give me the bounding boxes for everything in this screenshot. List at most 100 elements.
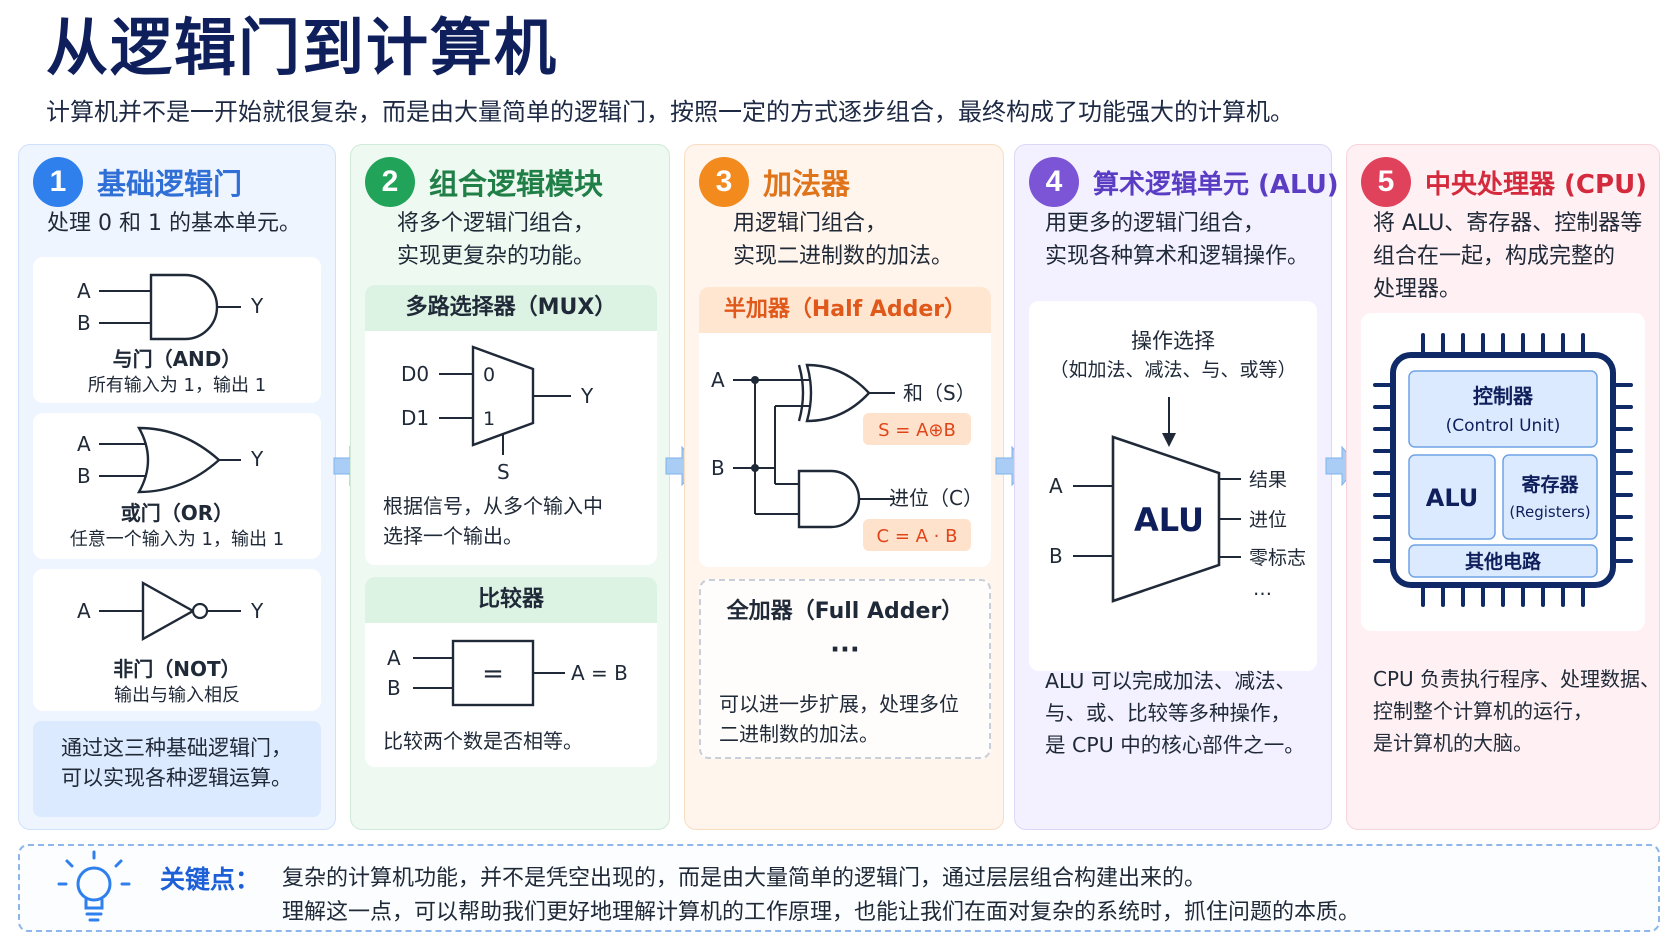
- section-5-text-line-2: 控制整个计算机的运行，: [1373, 699, 1593, 723]
- and-gate-rule: 所有输入为 1，输出 1: [87, 375, 267, 396]
- section-4-header: 4 算术逻辑单元 (ALU): [1029, 157, 1339, 207]
- or-input-b-label: B: [77, 464, 91, 488]
- and-input-b-label: B: [77, 311, 91, 335]
- mux-port-0: 0: [483, 364, 495, 386]
- cpu-alu-label: ALU: [1426, 484, 1479, 512]
- section-1-note-line-2: 可以实现各种逻辑运算。: [61, 766, 292, 790]
- mux-port-1: 1: [483, 408, 495, 430]
- mux-select-label: S: [497, 460, 510, 484]
- section-4-text-line-2: 与、或、比较等多种操作，: [1045, 701, 1291, 725]
- section-1-note: 通过这三种基础逻辑门， 可以实现各种逻辑运算。: [33, 721, 321, 817]
- alu-diagram-panel: 操作选择 （如加法、减法、与、或等） ALU A B 结果 进位 零标志 …: [1029, 301, 1317, 671]
- section-4-title: 算术逻辑单元 (ALU): [1093, 169, 1339, 200]
- comparator-input-a: A: [387, 646, 401, 670]
- full-adder-text-line-1: 可以进一步扩展，处理多位: [719, 692, 959, 716]
- full-adder-dots: ···: [830, 635, 860, 665]
- page-subtitle: 计算机并不是一开始就很复杂，而是由大量简单的逻辑门，按照一定的方式逐步组合，最终…: [46, 98, 1294, 126]
- cpu-control-unit-label: 控制器: [1473, 384, 1534, 408]
- section-3-desc-line-1: 用逻辑门组合，: [733, 211, 888, 236]
- full-adder-text: 可以进一步扩展，处理多位 二进制数的加法。: [719, 689, 959, 749]
- or-gate-name: 或门（OR）: [120, 501, 234, 525]
- or-gate-panel: A B Y 或门（OR） 任意一个输入为 1，输出 1: [33, 413, 321, 559]
- page-title: 从逻辑门到计算机: [46, 11, 559, 84]
- section-2-desc-line-2: 实现更复杂的功能。: [397, 244, 596, 269]
- section-4-text: ALU 可以完成加法、减法、 与、或、比较等多种操作， 是 CPU 中的核心部件…: [1045, 665, 1305, 761]
- section-4-desc: 用更多的逻辑门组合， 实现各种算术和逻辑操作。: [1045, 207, 1309, 273]
- cpu-other-circuits-label: 其他电路: [1465, 550, 1542, 573]
- cpu-registers-en: (Registers): [1509, 503, 1590, 521]
- section-alu: 4 算术逻辑单元 (ALU) 用更多的逻辑门组合， 实现各种算术和逻辑操作。 操…: [1014, 144, 1339, 830]
- and-output-label: Y: [250, 294, 264, 318]
- mux-diagram: D0 D1 0 1 Y S: [401, 345, 594, 484]
- alu-output-result: 结果: [1249, 469, 1287, 491]
- comparator-output: A = B: [571, 661, 628, 685]
- section-1-note-line-1: 通过这三种基础逻辑门，: [61, 736, 292, 760]
- mux-d0-label: D0: [401, 362, 429, 386]
- not-gate-rule: 输出与输入相反: [114, 685, 240, 706]
- not-gate-diagram: A Y: [77, 580, 264, 642]
- mux-text: 根据信号，从多个输入中 选择一个输出。: [383, 491, 603, 551]
- comparator-equals: =: [482, 659, 504, 689]
- cpu-registers-label: 寄存器: [1521, 473, 1579, 496]
- lightbulb-icon: [57, 850, 131, 922]
- mux-panel: 多路选择器（MUX） D0 D1 0 1 Y S 根据信号，从多个输入中 选择一…: [365, 285, 657, 565]
- not-gate-panel: A Y 非门（NOT） 输出与输入相反: [33, 569, 321, 711]
- or-gate-rule: 任意一个输入为 1，输出 1: [69, 529, 285, 550]
- section-5-desc: 将 ALU、寄存器、控制器等 组合在一起，构成完整的 处理器。: [1373, 207, 1642, 306]
- section-5-header: 5 中央处理器 (CPU): [1361, 157, 1647, 207]
- alu-symbol: [1111, 435, 1221, 603]
- section-basic-gates: 1 基础逻辑门 处理 0 和 1 的基本单元。 A B Y 与门（AND） 所有…: [18, 144, 336, 830]
- alu-label: ALU: [1134, 501, 1204, 539]
- key-point-box: 关键点： 复杂的计算机功能，并不是凭空出现的，而是由大量简单的逻辑门，通过层层组…: [18, 844, 1660, 932]
- section-3-desc: 用逻辑门组合， 实现二进制数的加法。: [733, 207, 953, 273]
- mux-text-line-1: 根据信号，从多个输入中: [383, 494, 603, 518]
- section-cpu: 5 中央处理器 (CPU) 将 ALU、寄存器、控制器等 组合在一起，构成完整的…: [1346, 144, 1660, 830]
- step-number-4: 4: [1029, 157, 1079, 207]
- section-3-header: 3 加法器: [699, 157, 850, 207]
- cpu-chip-icon: 控制器 (Control Unit) ALU 寄存器 (Registers) 其…: [1373, 333, 1633, 607]
- half-adder-panel: 半加器（Half Adder） A B 和（S） S = A⊕B: [699, 287, 991, 567]
- or-input-a-label: A: [77, 432, 91, 456]
- half-adder-sum-label: 和（S）: [903, 381, 976, 405]
- cpu-chip-panel: 控制器 (Control Unit) ALU 寄存器 (Registers) 其…: [1361, 313, 1645, 631]
- comparator-title: 比较器: [365, 577, 657, 623]
- section-5-desc-line-1: 将 ALU、寄存器、控制器等: [1373, 211, 1643, 236]
- section-5-text-line-1: CPU 负责执行程序、处理数据、: [1373, 667, 1661, 691]
- alu-output-carry: 进位: [1249, 509, 1287, 531]
- section-3-desc-line-2: 实现二进制数的加法。: [733, 244, 954, 269]
- key-point-line-2: 理解这一点，可以帮助我们更好地理解计算机的工作原理，也能让我们在面对复杂的系统时…: [282, 900, 1361, 925]
- full-adder-panel: 全加器（Full Adder） ··· 可以进一步扩展，处理多位 二进制数的加法…: [699, 579, 991, 759]
- section-5-desc-line-2: 组合在一起，构成完整的: [1373, 244, 1616, 269]
- half-adder-sum-formula: S = A⊕B: [878, 420, 956, 441]
- not-output-label: Y: [250, 599, 264, 623]
- half-adder-input-b: B: [711, 456, 725, 480]
- full-adder-title: 全加器（Full Adder）: [726, 599, 964, 624]
- cpu-control-unit-en: (Control Unit): [1446, 416, 1561, 436]
- half-adder-carry-formula: C = A · B: [877, 526, 958, 547]
- not-gate-symbol: [141, 580, 196, 642]
- step-number-2: 2: [365, 157, 415, 207]
- section-3-title: 加法器: [763, 167, 851, 201]
- comparator-symbol: [451, 639, 535, 707]
- section-adder: 3 加法器 用逻辑门组合， 实现二进制数的加法。 半加器（Half Adder）…: [684, 144, 1004, 830]
- alu-op-title: 操作选择: [1131, 329, 1215, 353]
- section-1-header: 1 基础逻辑门: [33, 157, 242, 207]
- step-number-1: 1: [33, 157, 83, 207]
- section-2-desc-line-1: 将多个逻辑门组合，: [397, 211, 596, 236]
- and-input-a-label: A: [77, 279, 91, 303]
- or-output-label: Y: [250, 447, 264, 471]
- section-5-desc-line-3: 处理器。: [1373, 277, 1462, 302]
- alu-output-zero-flag: 零标志: [1249, 547, 1306, 569]
- mux-text-line-2: 选择一个输出。: [383, 524, 523, 548]
- section-4-desc-line-2: 实现各种算术和逻辑操作。: [1045, 244, 1310, 269]
- and-gate-name: 与门（AND）: [112, 347, 242, 371]
- half-adder-title: 半加器（Half Adder）: [699, 287, 991, 333]
- step-number-3: 3: [699, 157, 749, 207]
- key-point-line-1: 复杂的计算机功能，并不是凭空出现的，而是由大量简单的逻辑门，通过层层组合构建出来…: [282, 866, 1207, 891]
- and-gate-carry-symbol: [797, 469, 861, 529]
- not-gate-name: 非门（NOT）: [113, 657, 241, 681]
- half-adder-diagram: A B 和（S） S = A⊕B 进位（C） C = A ·: [711, 363, 983, 551]
- or-gate-symbol: [136, 426, 221, 494]
- key-point-label: 关键点：: [160, 865, 261, 894]
- section-4-text-line-1: ALU 可以完成加法、减法、: [1045, 669, 1296, 693]
